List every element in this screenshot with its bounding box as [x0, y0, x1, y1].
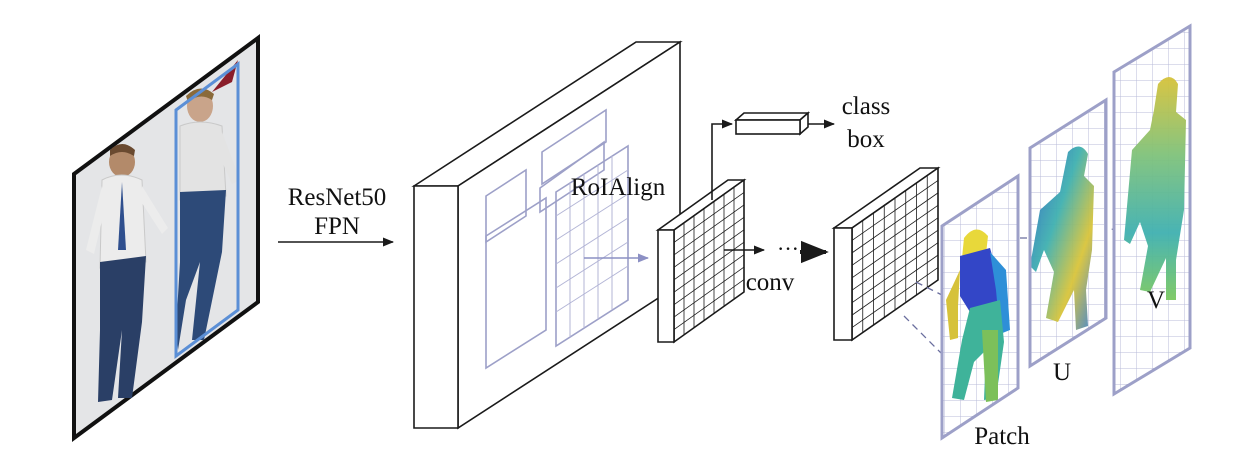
patch-label: Patch [974, 423, 1030, 450]
backbone-label-line2: FPN [314, 213, 360, 240]
class-label: class [842, 93, 891, 120]
roi-grid-lines [555, 156, 629, 337]
patch-map [940, 173, 1020, 441]
roi-region-top [541, 108, 607, 186]
u-map [1028, 97, 1108, 369]
roi-feature-block [655, 178, 747, 344]
conv-label: conv [746, 269, 795, 296]
roi-region-upper [539, 140, 605, 214]
roi-grid-region [555, 144, 629, 348]
v-label: V [1147, 287, 1165, 314]
fc-head-block [733, 111, 811, 136]
backbone-label-line1: ResNet50 [288, 184, 387, 211]
roialign-label: RoIAlign [571, 174, 666, 201]
feature-map-regions [485, 108, 629, 370]
input-image [72, 34, 260, 442]
roi-region-small [485, 168, 527, 244]
backbone-feature-block [411, 40, 683, 430]
ellipsis-label: ··· [777, 236, 799, 261]
v-map [1112, 23, 1192, 397]
box-label: box [847, 126, 885, 153]
head-branch-line [711, 119, 734, 200]
u-label: U [1053, 359, 1071, 386]
output-block-grid [851, 175, 939, 333]
detection-bounding-box [174, 61, 240, 359]
person-left-figure [86, 144, 168, 402]
